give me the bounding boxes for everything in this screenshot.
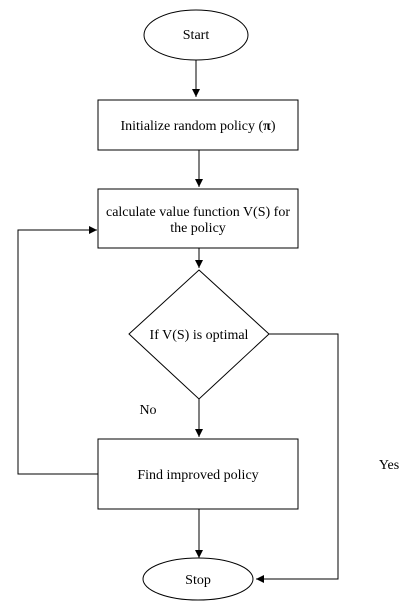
improve-label: Find improved policy [137,468,258,483]
initialize-text: Initialize random policy ( [120,119,263,134]
edge-improve-loop-to-calc [17,226,98,475]
start-label: Start [183,28,210,43]
pi-symbol: π [263,119,271,134]
calculate-label-line1: calculate value function V(S) for [106,205,290,220]
initialize-node: Initialize random policy (π) [97,99,299,151]
decision-label: If V(S) is optimal [150,328,249,343]
stop-label: Stop [185,573,211,588]
edge-decision-yes-to-stop [256,333,339,583]
no-label: No [139,403,156,418]
improve-node: Find improved policy [97,438,299,510]
calculate-label-line2: the policy [170,221,226,236]
yes-label: Yes [379,458,399,473]
initialize-close: ) [271,119,276,134]
decision-node: If V(S) is optimal [128,269,270,400]
stop-node: Stop [142,557,254,601]
initialize-label: Initialize random policy (π) [120,119,275,134]
start-node: Start [143,9,249,61]
calculate-node: calculate value function V(S) for the po… [97,188,299,249]
